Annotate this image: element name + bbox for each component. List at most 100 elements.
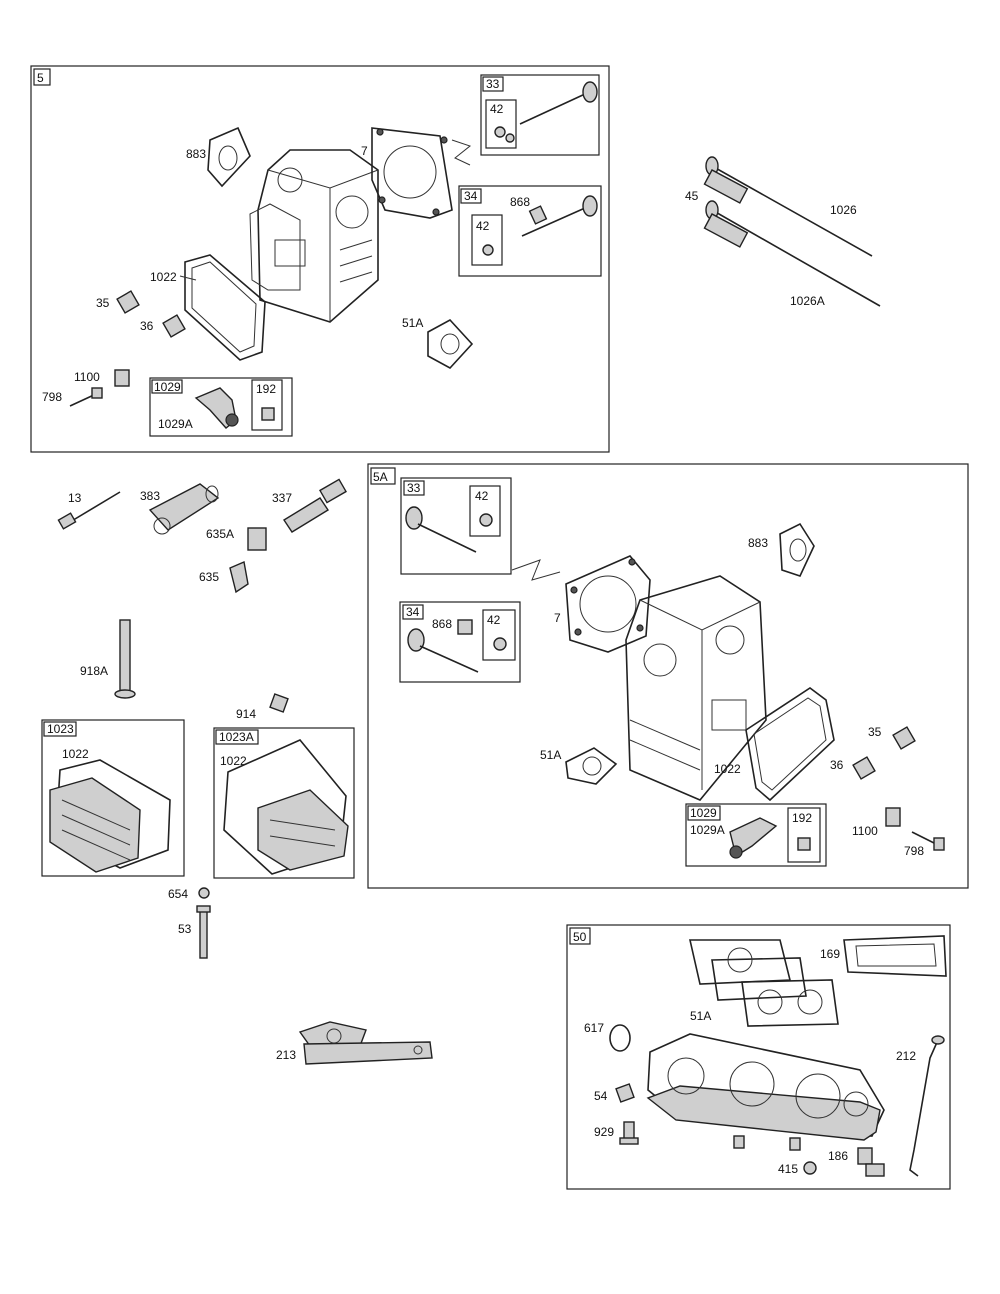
label-1023a: 1023A [219,730,254,744]
cylinder-head [249,149,379,323]
rocker-cover-1023a [223,739,349,875]
intake-valve-33 [519,81,598,125]
rocker-cover-gasket-1022: 1022 [150,254,266,361]
label-868-b: 868 [432,617,452,631]
head-gasket-7: 7 [361,127,472,219]
rocker-gasket-883: 883 [186,126,251,188]
label-1029a-b: 1029A [690,823,725,837]
label-13: 13 [68,491,82,505]
group-5a-label: 5A [373,470,388,484]
screw-798 [69,387,103,407]
label-7: 7 [361,144,368,158]
label-51a-b: 51A [540,748,561,762]
label-35-b: 35 [868,725,882,739]
label-192: 192 [256,382,276,396]
intake-gaskets-51a: 51A [688,939,839,1027]
fitting-635 [229,561,249,594]
label-1100-b: 1100 [852,824,878,838]
label-1022-d: 1022 [220,754,247,768]
label-868: 868 [510,195,530,209]
label-42-c: 42 [475,489,489,503]
label-186: 186 [828,1149,848,1163]
label-7-b: 7 [554,611,561,625]
group-50-intake-manifold: 50 169 51A 617 [566,924,951,1190]
nut-415 [803,1161,817,1175]
part-914 [269,693,289,713]
label-1100: 1100 [74,370,100,384]
label-192-b: 192 [792,811,812,825]
loose-parts: 13 383 337 635A 635 918A 914 102 [41,478,433,1065]
head-gasket-7-b: 7 [554,555,651,653]
label-36-b: 36 [830,758,844,772]
part-654 [198,887,210,899]
bolt-13 [57,491,121,530]
intake-gasket-51a-b: 51A [540,747,618,785]
label-1029: 1029 [154,380,181,394]
label-914: 914 [236,707,256,721]
group-5-cylinder-head: 5 883 7 [30,65,610,453]
bracket-213 [298,1021,433,1065]
screw-798-b [911,831,945,851]
label-798: 798 [42,390,62,404]
stud-929 [619,1121,639,1145]
label-798-b: 798 [904,844,924,858]
label-883: 883 [186,147,206,161]
stud-53 [196,905,211,959]
label-33: 33 [486,77,500,91]
label-36: 36 [140,319,154,333]
label-1022-b: 1022 [714,762,741,776]
label-929: 929 [594,1125,614,1139]
label-883-b: 883 [748,536,768,550]
label-42-d: 42 [487,613,501,627]
label-169: 169 [820,947,840,961]
rocker-cover-1023 [49,759,171,873]
screw-54 [615,1083,635,1103]
label-53: 53 [178,922,192,936]
label-1023: 1023 [47,722,74,736]
label-34: 34 [464,189,478,203]
oring-617 [609,1024,631,1052]
label-1026a: 1026A [790,294,825,308]
label-34-b: 34 [406,605,420,619]
gasket-169: 169 [820,935,947,977]
push-rods: 45 1026 1026A [685,156,881,308]
rod-212: 212 [896,1035,945,1177]
intake-gasket-51a: 51A [402,316,474,370]
group-50-label: 50 [573,930,587,944]
fitting-635a [247,527,267,551]
label-1026: 1026 [830,203,857,217]
rocker-cover-gasket-1022-b: 1022 [714,687,835,802]
label-635: 635 [199,570,219,584]
intake-valve-33-b [405,506,477,553]
label-42-b: 42 [476,219,490,233]
group-5-label: 5 [37,71,44,85]
part-186 [857,1147,873,1165]
label-654: 654 [168,887,188,901]
label-1029-b: 1029 [690,806,717,820]
label-635a: 635A [206,527,234,541]
label-35: 35 [96,296,110,310]
label-383: 383 [140,489,160,503]
label-51a: 51A [402,316,423,330]
spark-plug-337 [283,478,347,533]
label-45: 45 [685,189,699,203]
part-35: 35 [96,290,140,314]
label-1029a: 1029A [158,417,193,431]
label-1022-a: 1022 [150,270,177,284]
label-54: 54 [594,1089,608,1103]
label-33-b: 33 [407,481,421,495]
label-42-a: 42 [490,102,504,116]
label-1022-c: 1022 [62,747,89,761]
part-1100-b [885,807,901,827]
cylinder-head-b [625,575,767,801]
exhaust-valve-34-b [407,628,479,673]
intake-manifold [646,1033,885,1151]
part-35-b [892,726,916,750]
tube-918a [114,619,136,699]
label-918a: 918A [80,664,108,678]
part-36-b [852,756,876,780]
part-186-clip [865,1163,885,1177]
part-36: 36 [140,314,186,338]
rocker-gasket-883-b: 883 [748,522,815,577]
label-213: 213 [276,1048,296,1062]
